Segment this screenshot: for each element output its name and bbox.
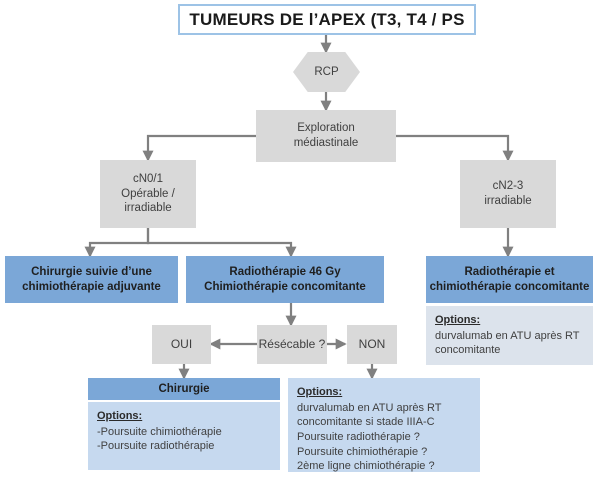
options-line: concomitante si stade IIIA-C	[297, 416, 435, 429]
connector-exploration-to-cn23	[396, 134, 514, 162]
node-radio46-line1: Radiothérapie 46 Gy	[229, 265, 341, 278]
node-surgery-adjuvant-line2: chimiothérapie adjuvante	[22, 280, 161, 293]
node-radio46-line2: Chimiothérapie concomitante	[204, 280, 366, 293]
node-cn01-line2: Opérable /	[121, 187, 175, 200]
options-heading-cn23: Options:	[435, 314, 481, 326]
decision-answer-yes-label: OUI	[170, 336, 193, 351]
node-exploration-line1: Exploration	[297, 122, 355, 135]
options-line: concomitante	[435, 344, 501, 357]
connector-exploration-to-cn01	[142, 134, 256, 162]
node-radio-chimio-concomitante[interactable]: Radiothérapie et chimiothérapie concomit…	[426, 256, 593, 303]
options-heading-chirurgie: Options:	[97, 410, 143, 422]
decision-resectable[interactable]: Résécable ?	[257, 325, 327, 364]
options-panel-chirurgie: Options: -Poursuite chimiothérapie -Pour…	[88, 402, 280, 470]
node-cn23[interactable]: cN2-3 irradiable	[460, 160, 556, 228]
options-panel-cn23: Options: durvalumab en ATU après RT conc…	[426, 306, 593, 365]
node-cn01-line3: irradiable	[124, 202, 172, 215]
node-cn01-line1: cN0/1	[132, 172, 164, 185]
node-chirurgie[interactable]: Chirurgie	[88, 378, 280, 400]
options-panel-non: Options: durvalumab en ATU après RT conc…	[288, 378, 480, 472]
node-cn01[interactable]: cN0/1 Opérable / irradiable	[100, 160, 196, 228]
options-line: Poursuite radiothérapie ?	[297, 430, 420, 443]
node-chirurgie-label: Chirurgie	[158, 382, 210, 395]
options-line: durvalumab en ATU après RT	[297, 401, 442, 414]
connector-cn01-to-surgery	[84, 228, 150, 258]
node-radiotherapie-46gy[interactable]: Radiothérapie 46 Gy Chimiothérapie conco…	[186, 256, 384, 303]
options-line: durvalumab en ATU après RT	[435, 329, 580, 342]
options-heading-non: Options:	[297, 386, 343, 398]
options-line: Poursuite chimiothérapie ?	[297, 445, 428, 458]
node-surgery-adjuvant-line1: Chirurgie suivie d’une	[31, 265, 152, 278]
node-exploration-line2: médiastinale	[293, 137, 359, 149]
decision-resectable-label: Résécable ?	[258, 336, 326, 351]
options-line: 2ème ligne chimiothérapie ?	[297, 460, 435, 473]
node-rcp[interactable]: RCP	[293, 52, 360, 92]
node-cn23-line1: cN2-3	[492, 180, 524, 193]
decision-answer-no-label: NON	[358, 336, 386, 351]
node-rcp-label: RCP	[314, 66, 339, 78]
page-title: TUMEURS DE l’APEX (T3, T4 / PS	[178, 4, 476, 35]
page-title-text: TUMEURS DE l’APEX (T3, T4 / PS	[189, 9, 465, 29]
decision-answer-yes[interactable]: OUI	[152, 325, 211, 364]
connector-cn01-to-radio	[146, 228, 297, 258]
node-surgery-adjuvant[interactable]: Chirurgie suivie d’une chimiothérapie ad…	[5, 256, 178, 303]
node-exploration-mediastinale[interactable]: Exploration médiastinale	[256, 110, 396, 162]
node-cn23-line2: irradiable	[484, 195, 532, 207]
options-line: -Poursuite radiothérapie	[97, 440, 215, 453]
node-radiochimio-line2: chimiothérapie concomitante	[429, 280, 590, 293]
node-radiochimio-line1: Radiothérapie et	[464, 265, 555, 278]
options-line: -Poursuite chimiothérapie	[97, 425, 222, 438]
decision-answer-no[interactable]: NON	[347, 325, 397, 364]
